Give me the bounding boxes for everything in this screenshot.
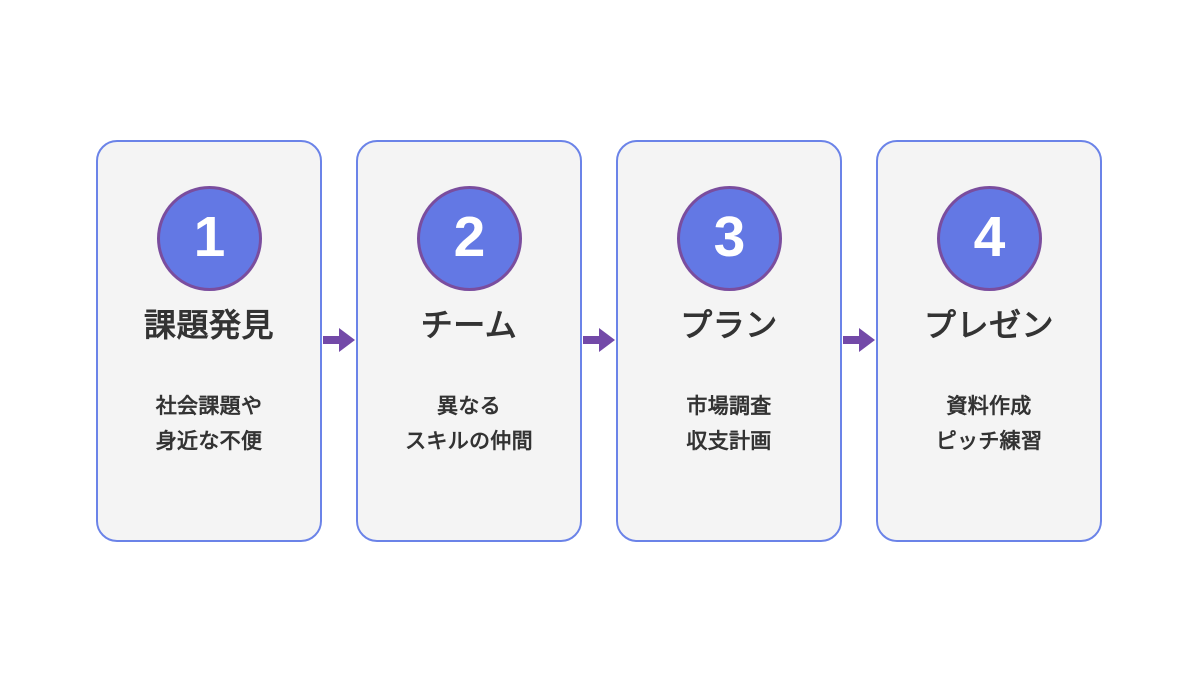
step-description-2: 異なる スキルの仲間 <box>405 389 533 459</box>
step-description-line: 社会課題や <box>155 395 263 418</box>
step-title-4: プレゼン <box>923 307 1054 343</box>
arrow-right-icon <box>583 328 615 352</box>
step-number-2: 2 <box>453 205 486 269</box>
connector-1 <box>322 140 356 542</box>
step-title-1: 課題発見 <box>143 307 274 343</box>
step-description-line: スキルの仲間 <box>405 430 533 453</box>
step-description-line: 市場調査 <box>686 395 772 418</box>
step-description-line: 異なる <box>437 395 501 418</box>
step-title-2: チーム <box>420 307 518 343</box>
step-number-4: 4 <box>973 205 1006 269</box>
step-number-badge-4: 4 <box>936 186 1042 291</box>
step-card-2[interactable]: 2 チーム 異なる スキルの仲間 <box>356 140 582 542</box>
step-description-3: 市場調査 収支計画 <box>686 389 771 459</box>
step-number-badge-2: 2 <box>416 186 522 291</box>
connector-3 <box>842 140 876 542</box>
step-number-1: 1 <box>193 205 226 269</box>
step-description-4: 資料作成 ピッチ練習 <box>936 389 1043 459</box>
connector-2 <box>582 140 616 542</box>
step-number-3: 3 <box>713 205 746 269</box>
step-card-3[interactable]: 3 プラン 市場調査 収支計画 <box>616 140 842 542</box>
arrow-right-icon <box>323 328 355 352</box>
step-description-line: 収支計画 <box>686 430 772 453</box>
step-description-line: 資料作成 <box>946 395 1032 418</box>
step-flow: 1 課題発見 社会課題や 身近な不便 2 チーム 異なる スキルの仲間 <box>96 140 1104 542</box>
step-description-1: 社会課題や 身近な不便 <box>156 389 263 459</box>
step-card-4[interactable]: 4 プレゼン 資料作成 ピッチ練習 <box>876 140 1102 542</box>
step-number-badge-3: 3 <box>676 186 782 291</box>
step-description-line: 身近な不便 <box>155 430 263 453</box>
step-card-1[interactable]: 1 課題発見 社会課題や 身近な不便 <box>96 140 322 542</box>
step-number-badge-1: 1 <box>156 186 262 291</box>
step-title-3: プラン <box>680 307 778 343</box>
step-description-line: ピッチ練習 <box>935 430 1043 453</box>
arrow-right-icon <box>843 328 875 352</box>
